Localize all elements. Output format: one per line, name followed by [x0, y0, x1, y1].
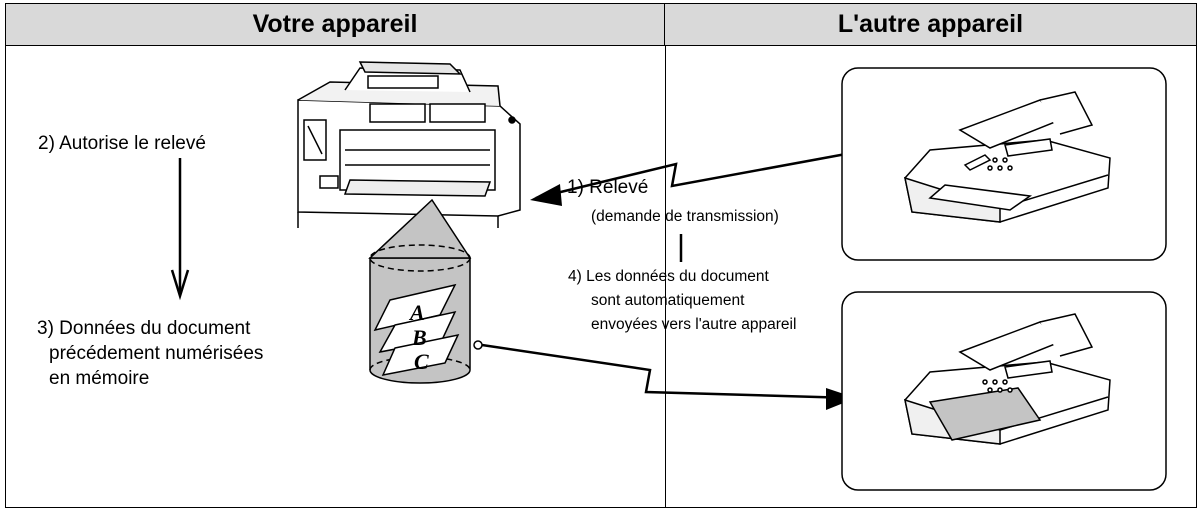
arrow-data-head [826, 388, 856, 410]
step4-label-line2: sont automatiquement [591, 292, 745, 309]
step4-label-line3: envoyées vers l'autre appareil [591, 316, 797, 333]
step4-label-line1: 4) Les données du document [568, 268, 769, 285]
step3-label-line1: 3) Données du document [37, 318, 251, 339]
memory-letter-b: B [411, 325, 427, 350]
arrow-down-head [170, 269, 190, 301]
arrow-polling-head [530, 184, 562, 206]
arrow-data-transmission [481, 343, 853, 400]
copier-illustration [297, 61, 521, 228]
step1-label: 1) Relevé [567, 177, 649, 198]
step1-sublabel: (demande de transmission) [591, 208, 779, 225]
memory-letter-a: A [408, 300, 425, 325]
memory-letter-c: C [414, 349, 429, 374]
column-divider [665, 46, 666, 507]
header-other-device: L'autre appareil [665, 4, 1196, 46]
diagram-frame: Votre appareil L'autre appareil [5, 3, 1197, 508]
fax-machine-top-illustration [904, 91, 1111, 223]
fax-machine-bottom-illustration [904, 313, 1111, 445]
memory-storage-illustration [368, 198, 483, 384]
step3-label-line3: en mémoire [49, 368, 150, 389]
step2-label: 2) Autorise le relevé [38, 133, 206, 154]
step3-label-line2: précédement numérisées [49, 343, 264, 364]
header-your-device: Votre appareil [6, 4, 665, 46]
arrow-polling-request [535, 152, 847, 200]
